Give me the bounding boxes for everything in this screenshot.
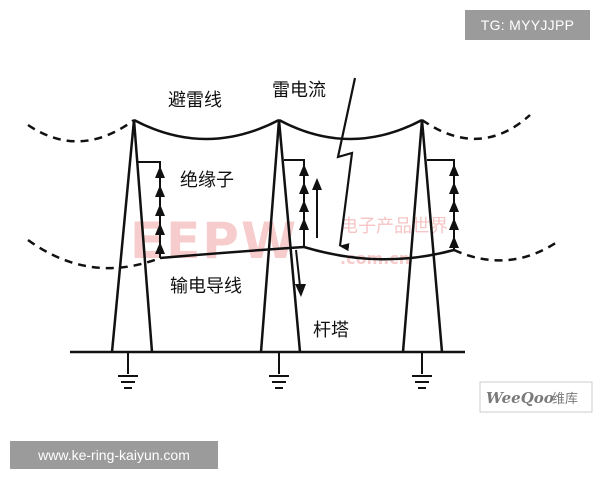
tower-left bbox=[110, 119, 154, 353]
weeqoo-cn-text: 维库 bbox=[552, 391, 578, 407]
ground-symbol-middle bbox=[269, 352, 289, 389]
insulator-string-right bbox=[449, 164, 459, 248]
conductor-dash-right bbox=[453, 238, 561, 262]
label-conductor: 输电导线 bbox=[170, 276, 242, 297]
current-arrow-tower bbox=[312, 178, 322, 238]
conductor-span-2 bbox=[303, 245, 455, 261]
ground-symbol-left bbox=[118, 352, 138, 389]
shield-wire bbox=[27, 114, 531, 143]
conductor-dash-left bbox=[27, 238, 161, 270]
tower-right bbox=[401, 119, 444, 353]
label-shield-wire: 避雷线 bbox=[168, 90, 222, 111]
insulator-string-left bbox=[155, 166, 165, 254]
conductor-span-1 bbox=[159, 245, 305, 260]
shield-wire-dash-left bbox=[27, 118, 135, 143]
conductor-wire bbox=[27, 238, 561, 270]
shield-wire-span-1 bbox=[133, 118, 280, 141]
shield-wire-span-2 bbox=[278, 118, 423, 141]
current-arrow-flashover bbox=[295, 249, 306, 297]
label-tower: 杆塔 bbox=[313, 320, 349, 341]
label-lightning-current: 雷电流 bbox=[272, 80, 326, 101]
label-insulator: 绝缘子 bbox=[180, 170, 234, 191]
ground-symbol-right bbox=[412, 352, 432, 389]
site-url-watermark: www.ke-ring-kaiyun.com bbox=[10, 441, 218, 469]
shield-wire-dash-right bbox=[421, 114, 531, 140]
insulator-string-middle bbox=[299, 164, 309, 230]
eepw-logo-text: EEPW bbox=[130, 212, 298, 270]
weeqoo-logo-text: WeeQoo bbox=[486, 389, 554, 407]
weeqoo-watermark: WeeQoo 维库 bbox=[479, 381, 593, 413]
tg-badge: TG: MYYJJPP bbox=[465, 10, 590, 40]
lightning-bolt-path bbox=[336, 77, 357, 252]
eepw-cn-text: 电子产品世界 bbox=[340, 216, 448, 237]
tower-middle bbox=[259, 119, 302, 353]
